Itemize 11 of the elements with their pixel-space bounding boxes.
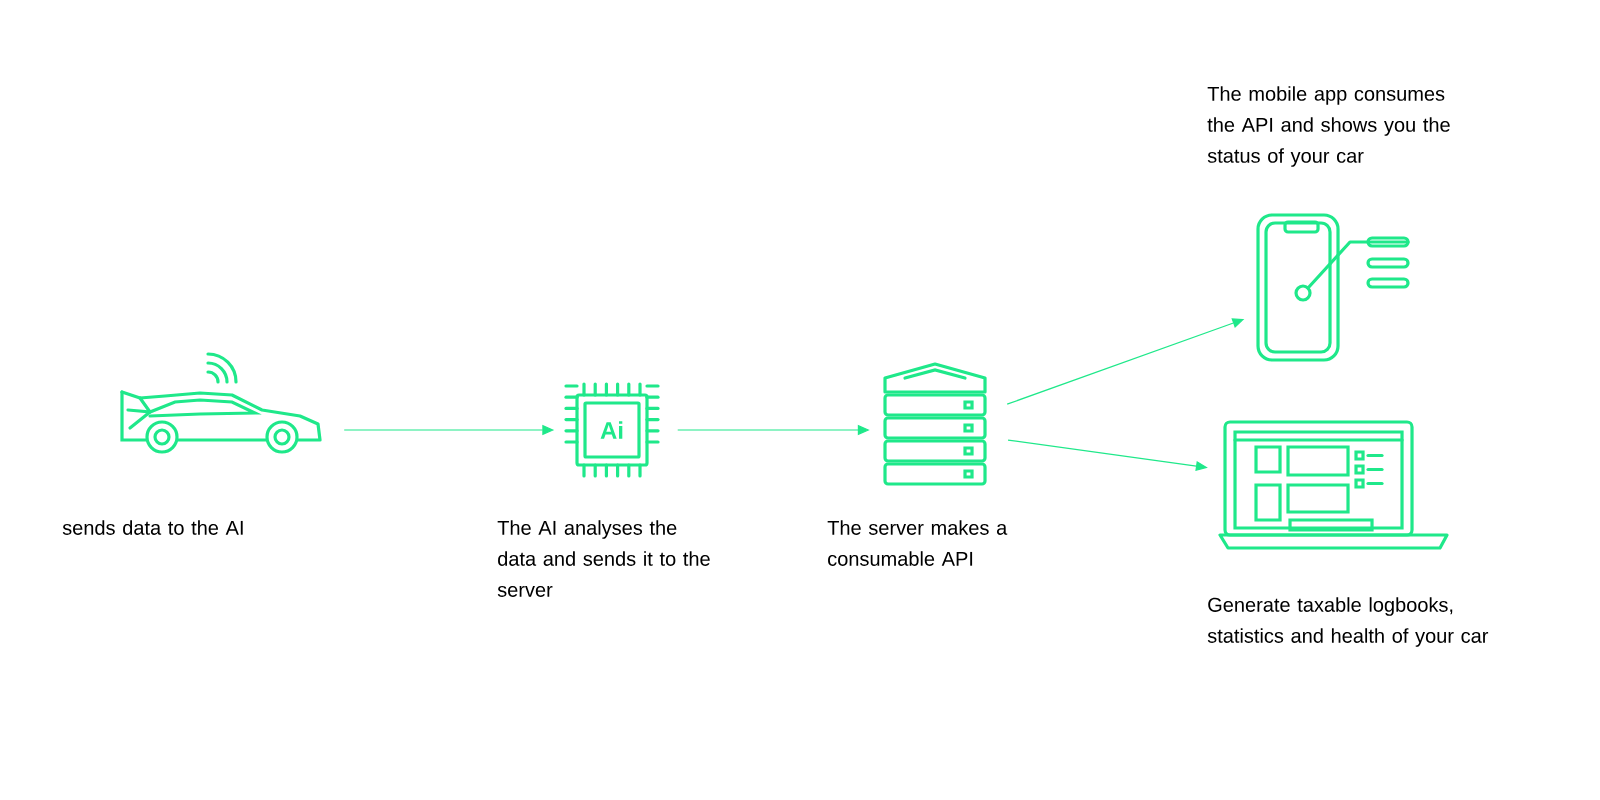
node-label: The mobile app consumes the API and shows you the status of your car: [1207, 86, 1450, 167]
node-label: The server makes a consumable API: [827, 520, 1008, 566]
node-label: sends data to the AI: [62, 520, 243, 535]
car-drawing: [120, 352, 322, 454]
chip-drawing: [564, 382, 660, 478]
phone-drawing: [1256, 213, 1410, 362]
server-drawing: [883, 362, 987, 486]
chip-label: Ai: [600, 421, 623, 439]
laptop-drawing: [1218, 420, 1449, 550]
node-label: The AI analyses the data and sends it to the server: [497, 520, 710, 597]
node-label: Generate taxable logbooks, statistics and health of your car: [1207, 597, 1489, 647]
